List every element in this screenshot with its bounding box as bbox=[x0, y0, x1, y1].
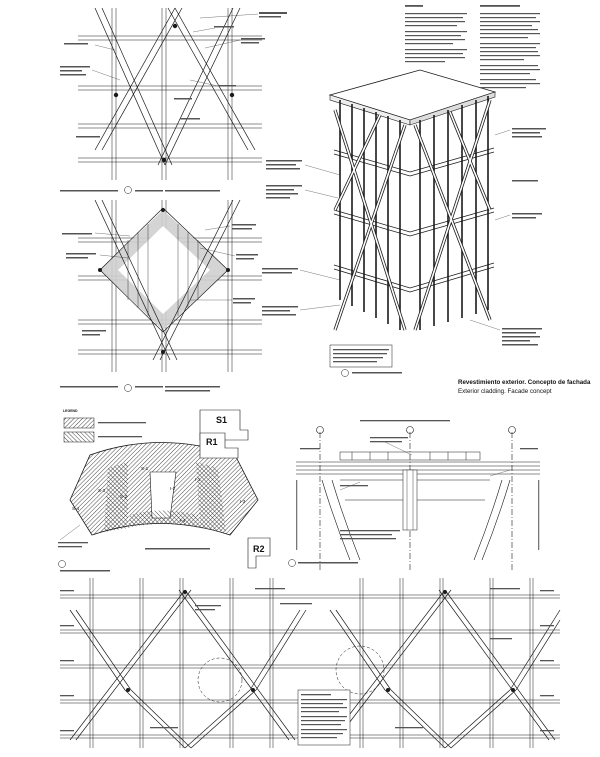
bottom-elevation bbox=[60, 578, 561, 749]
plan-middle-left bbox=[60, 199, 262, 392]
zone-label: I-1 bbox=[195, 477, 201, 482]
zone-label: S-1 bbox=[141, 466, 149, 471]
plan-top-left bbox=[60, 7, 287, 194]
tower-isometric bbox=[262, 69, 546, 377]
sheet-title-english: Exterior cladding. Facade concept bbox=[458, 388, 552, 395]
section-detail bbox=[288, 420, 540, 570]
elevation-zones bbox=[58, 409, 271, 572]
zone-label: I-4 bbox=[180, 518, 186, 523]
zone-label: S-3 bbox=[98, 488, 106, 493]
general-notes-block bbox=[405, 5, 540, 89]
tag-s1: S1 bbox=[216, 415, 228, 425]
zone-label: I-3 bbox=[240, 499, 246, 504]
legend-title: LEGEND bbox=[63, 409, 78, 413]
zone-label: I-2 bbox=[170, 486, 176, 491]
tag-r2: R2 bbox=[253, 544, 265, 554]
sheet-title-spanish: Revestimiento exterior. Concepto de fach… bbox=[458, 379, 591, 386]
zone-labels: S-1 S-2 S-3 S-4 I-1 I-2 I-3 I-4 bbox=[72, 466, 246, 523]
zone-label: S-4 bbox=[72, 506, 80, 511]
tag-r1: R1 bbox=[206, 437, 218, 447]
zone-label: S-2 bbox=[120, 494, 128, 499]
